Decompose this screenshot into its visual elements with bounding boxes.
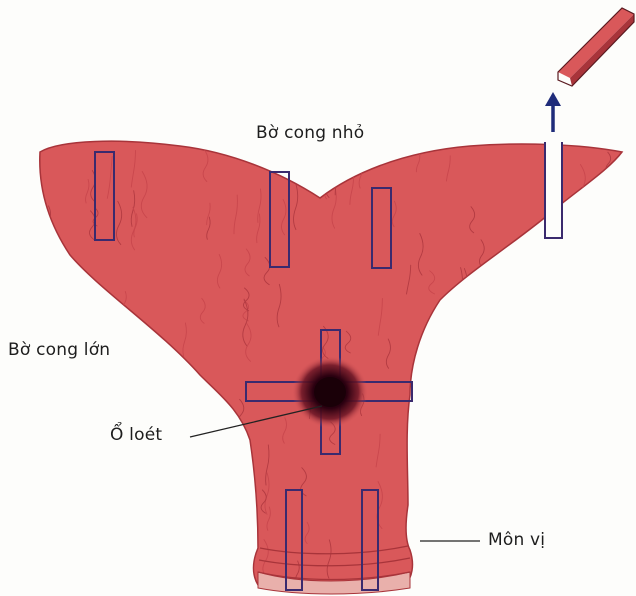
- mucosa-fold-line: [201, 486, 205, 524]
- mucosa-fold-line: [600, 549, 605, 593]
- mucosa-fold-line: [535, 367, 539, 409]
- mucosa-fold-line: [430, 384, 433, 409]
- excision-notch-cut: [545, 140, 562, 238]
- mucosa-fold-line: [613, 433, 618, 456]
- ulcer-label: Ổ loét: [110, 425, 162, 445]
- mucosa-fold-line: [71, 260, 75, 293]
- mucosa-fold-line: [55, 364, 59, 395]
- excision-notch: [545, 140, 562, 238]
- ulcer-core: [314, 377, 346, 407]
- mucosa-fold-line: [151, 377, 156, 405]
- mucosa-fold-line: [42, 305, 46, 341]
- mucosa-fold-line: [184, 486, 188, 512]
- mucosa-fold-line: [174, 468, 180, 495]
- mucosa-fold-line: [167, 485, 170, 524]
- tissue-strip-icon: [558, 8, 634, 86]
- mucosa-fold-line: [171, 385, 175, 413]
- mucosa-fold-line: [613, 346, 617, 390]
- mucosa-fold-line: [85, 409, 91, 452]
- mucosa-fold-line: [569, 384, 574, 432]
- pylorus-label: Môn vị: [488, 530, 545, 550]
- mucosa-fold-line: [605, 418, 608, 443]
- mucosa-fold-line: [496, 454, 500, 480]
- mucosa-fold-line: [95, 485, 99, 531]
- mucosa-fold-line: [109, 463, 114, 507]
- mucosa-fold-line: [469, 377, 473, 411]
- arrow-up-icon: [545, 92, 561, 132]
- mucosa-fold-line: [184, 416, 189, 438]
- mucosa-fold-line: [572, 222, 576, 246]
- mucosa-fold-line: [449, 482, 454, 522]
- mucosa-fold-line: [40, 286, 45, 313]
- mucosa-fold-line: [531, 473, 537, 508]
- mucosa-fold-line: [583, 188, 587, 217]
- mucosa-fold-line: [574, 344, 578, 388]
- mucosa-fold-line: [552, 298, 555, 323]
- mucosa-fold-line: [552, 329, 557, 362]
- mucosa-fold-line: [431, 550, 436, 574]
- mucosa-fold-line: [495, 576, 499, 596]
- mucosa-fold-line: [169, 507, 174, 530]
- mucosa-fold-line: [123, 568, 128, 589]
- mucosa-fold-line: [585, 495, 589, 525]
- mucosa-fold-line: [609, 264, 614, 284]
- greater-curvature-label: Bờ cong lớn: [8, 340, 110, 360]
- mucosa-fold-line: [194, 563, 197, 594]
- mucosa-fold-line: [589, 281, 594, 326]
- mucosa-fold-line: [561, 388, 566, 422]
- mucosa-fold-line: [555, 439, 560, 468]
- mucosa-fold-line: [523, 471, 527, 510]
- mucosa-fold-line: [174, 439, 178, 462]
- lesser-curvature-label: Bờ cong nhỏ: [256, 123, 364, 143]
- mucosa-fold-line: [128, 454, 133, 493]
- mucosa-fold-line: [218, 415, 222, 435]
- mucosa-fold-line: [205, 559, 209, 596]
- mucosa-fold-line: [511, 391, 516, 418]
- mucosa-fold-line: [551, 352, 555, 377]
- mucosa-fold-line: [477, 431, 480, 453]
- mucosa-fold-line: [73, 469, 77, 501]
- mucosa-fold-line: [495, 334, 500, 373]
- mucosa-fold-line: [64, 480, 67, 513]
- mucosa-fold-line: [194, 404, 197, 422]
- mucosa-fold-line: [110, 491, 113, 536]
- mucosa-fold-line: [449, 564, 452, 596]
- mucosa-fold-line: [210, 558, 214, 594]
- mucosa-fold-line: [180, 358, 184, 378]
- mucosa-fold-line: [177, 461, 181, 498]
- mucosa-fold-line: [592, 290, 596, 321]
- mucosa-fold-line: [117, 461, 123, 497]
- mucosa-fold-line: [90, 281, 95, 312]
- mucosa-fold-line: [555, 394, 558, 415]
- mucosa-fold-line: [524, 344, 527, 375]
- mucosa-fold-line: [244, 433, 249, 468]
- mucosa-fold-line: [457, 321, 462, 365]
- mucosa-fold-line: [503, 478, 508, 520]
- mucosa-fold-line: [51, 381, 56, 424]
- mucosa-fold-line: [145, 511, 150, 538]
- mucosa-fold-line: [422, 545, 425, 566]
- mucosa-fold-line: [98, 356, 103, 386]
- mucosa-fold-line: [549, 460, 553, 480]
- mucosa-fold-line: [597, 493, 600, 539]
- mucosa-fold-line: [172, 420, 178, 465]
